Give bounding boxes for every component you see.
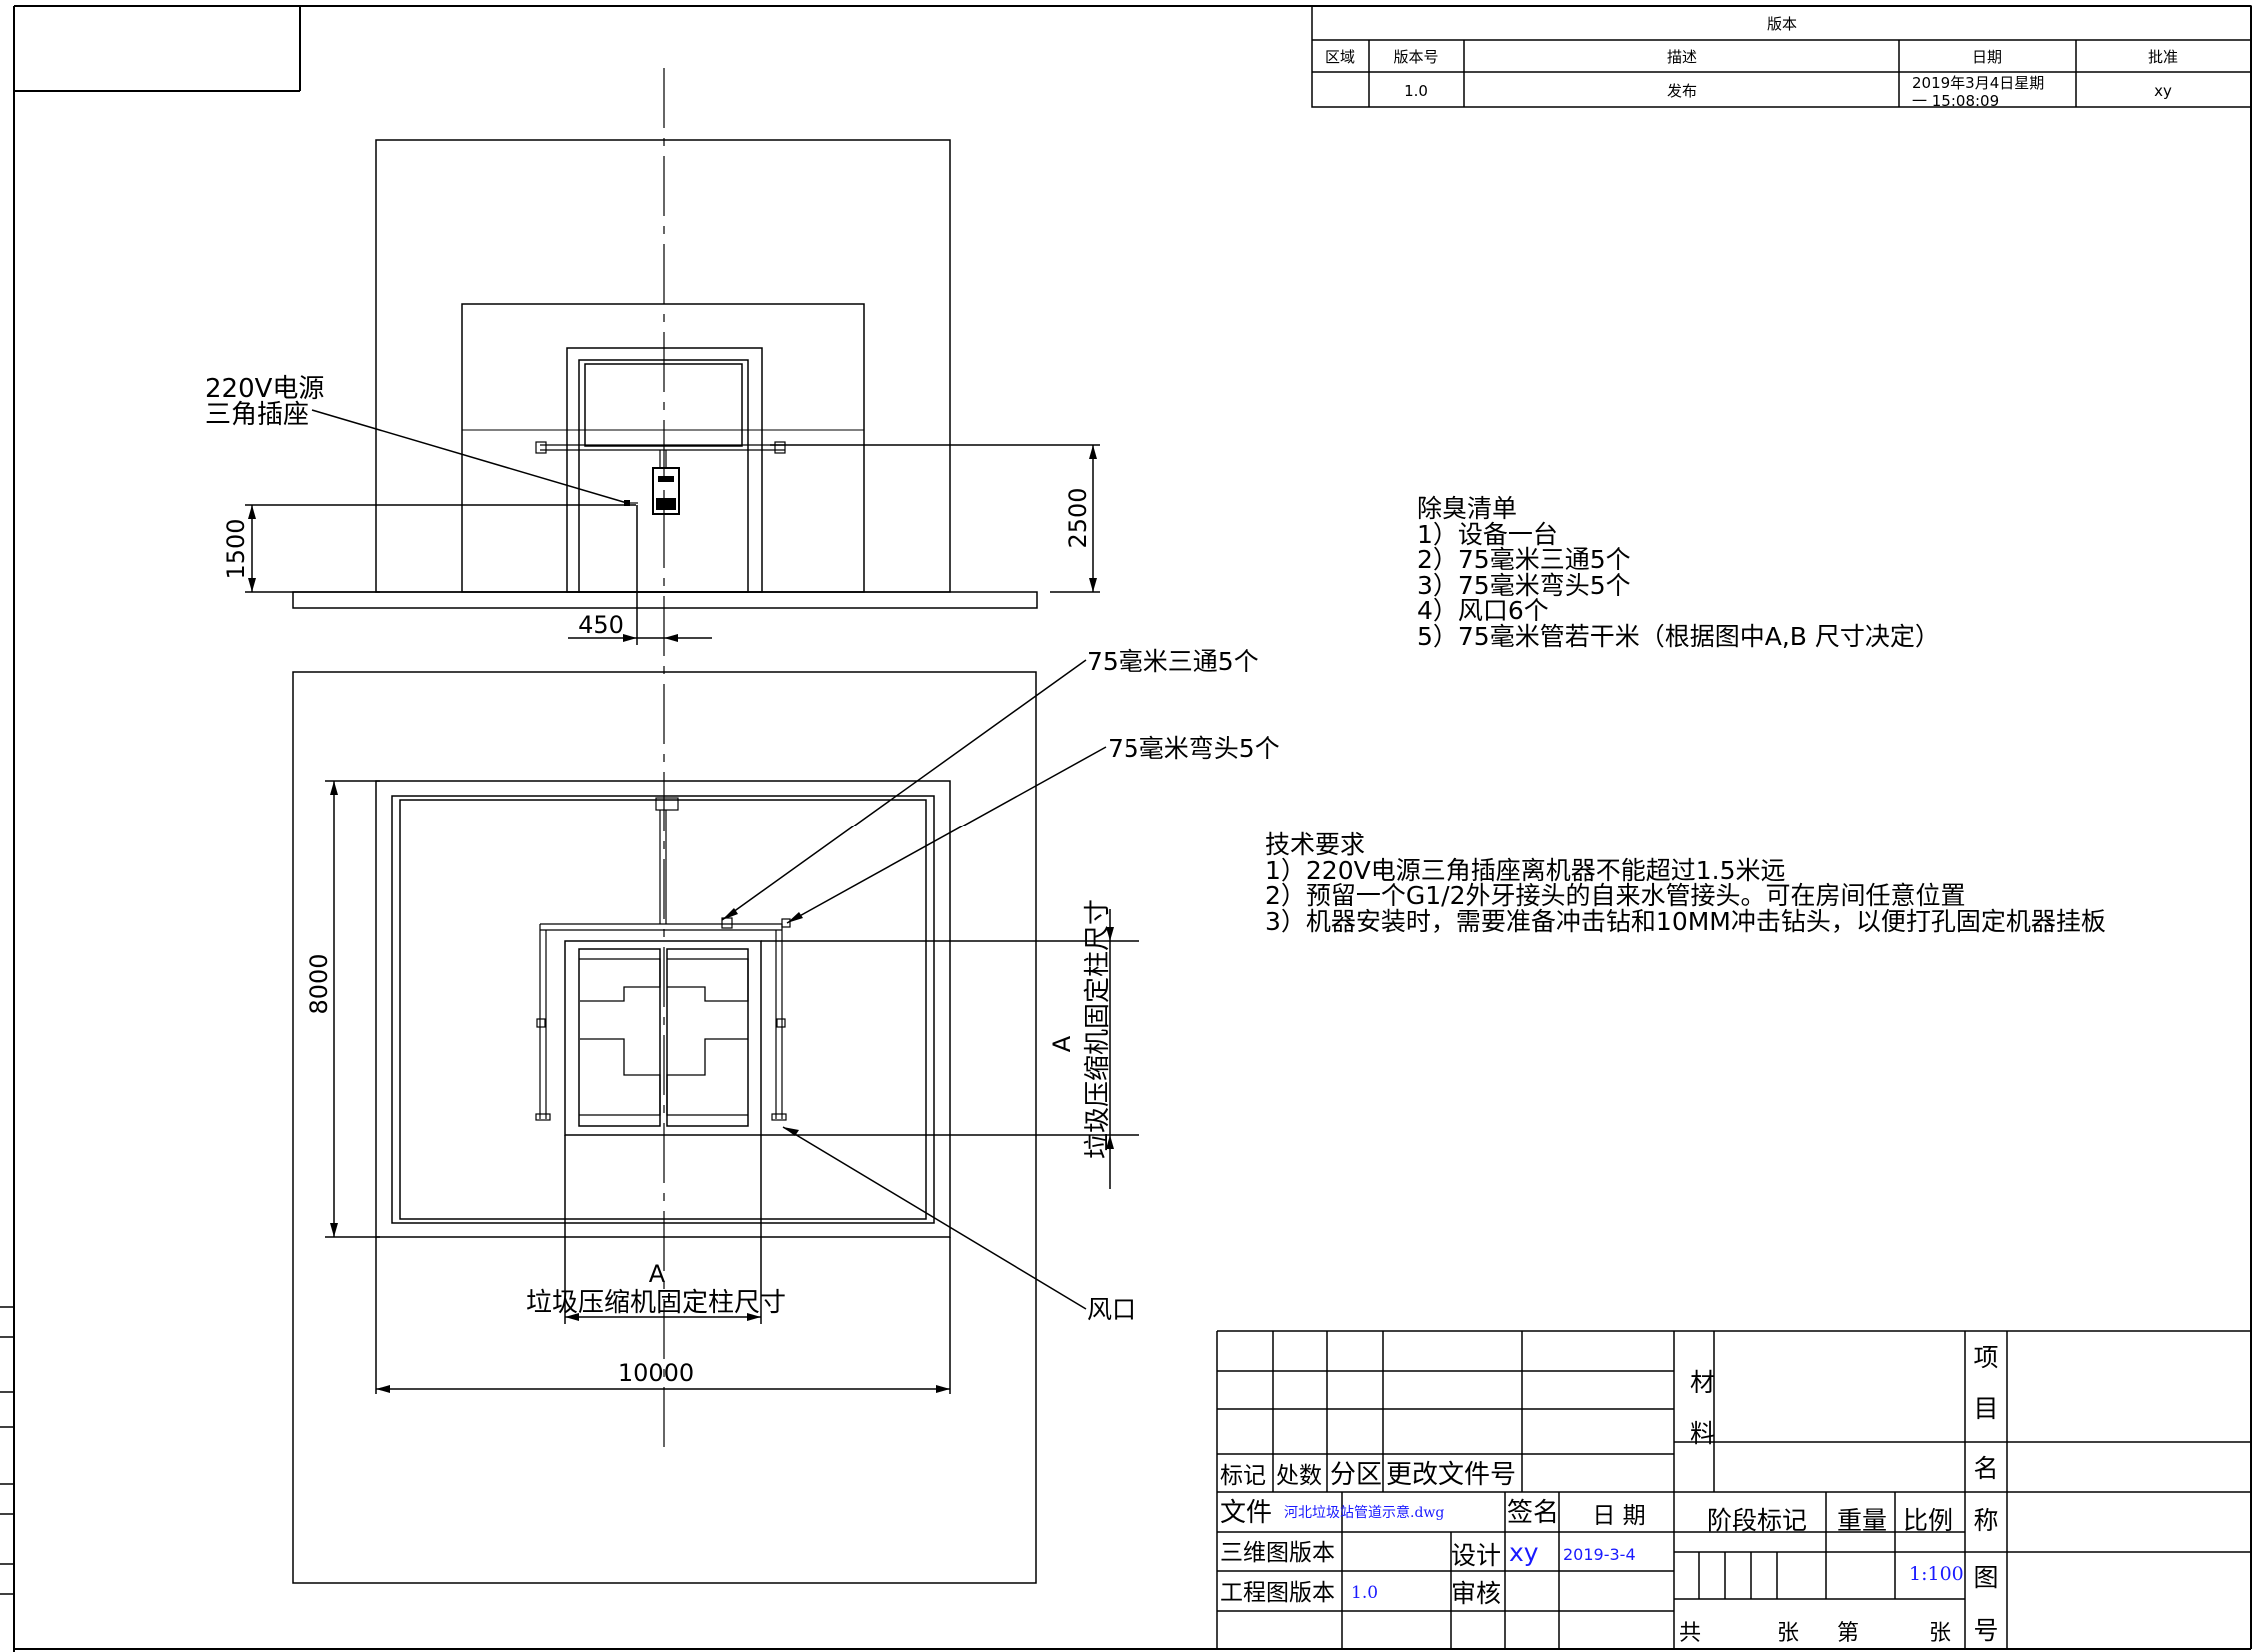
dimension-arrows <box>248 445 1097 642</box>
revision-table-title: 版本 <box>1767 15 1797 33</box>
deodorize-item: 5）75毫米管若干米（根据图中A,B 尺寸决定） <box>1417 622 1940 651</box>
title-block-design-label: 设计 <box>1451 1541 1501 1570</box>
title-block-project-char: 名 <box>1973 1454 1998 1483</box>
pillar-dimension-label: 垃圾压缩机固定柱尺寸 <box>526 1288 786 1318</box>
title-block-mark: 标记 <box>1220 1463 1266 1489</box>
socket-label-line1: 220V电源 <box>205 374 324 404</box>
dimension-10000: 10000 <box>618 1359 694 1387</box>
corner-box <box>14 6 301 92</box>
tech-requirements: 技术要求 1）220V电源三角插座离机器不能超过1.5米远 2）预留一个G1/2… <box>1265 830 2106 936</box>
title-block-stage-mark: 阶段标记 <box>1707 1506 1807 1535</box>
deodorize-item: 1）设备一台 <box>1417 520 1558 549</box>
title-block-drawing-no-char: 号 <box>1973 1616 1998 1645</box>
tech-requirements-title: 技术要求 <box>1265 830 1365 859</box>
deodorize-item: 2）75毫米三通5个 <box>1417 545 1631 574</box>
tee-callout: 75毫米三通5个 <box>1087 647 1259 676</box>
title-block-file-name: 河北垃圾站管道示意.dwg <box>1284 1504 1444 1521</box>
section-a-right: A <box>1048 1035 1076 1052</box>
pillar-dimension-label-vertical: 垃圾压缩机固定柱尺寸 <box>1083 899 1113 1159</box>
duct-route <box>535 797 791 1121</box>
title-block-page-of: 第 <box>1837 1621 1859 1646</box>
revision-header-description: 描述 <box>1667 48 1697 66</box>
title-block-drawing-no-char: 图 <box>1973 1563 1998 1592</box>
title-block-designer: xy <box>1509 1538 1539 1567</box>
title-block-design-date: 2019-3-4 <box>1563 1545 1636 1564</box>
title-block-file-label: 文件 <box>1220 1498 1272 1528</box>
revision-header-version: 版本号 <box>1393 48 1438 66</box>
revision-description-cell: 发布 <box>1667 82 1697 100</box>
revision-header-date: 日期 <box>1972 48 2002 66</box>
title-block-scale: 1:100 <box>1909 1563 1964 1585</box>
deodorize-item: 4）风口6个 <box>1417 596 1549 625</box>
title-block-sign: 签名 <box>1507 1498 1559 1528</box>
title-block-sheet-unit: 张 <box>1777 1621 1799 1646</box>
title-block-drawing-version: 1.0 <box>1351 1583 1378 1603</box>
revision-approver-cell: xy <box>2154 82 2172 100</box>
revision-table: 版本 区域 版本号 描述 日期 批准 1.0 发布 2019年3月4日星期 一 … <box>1311 5 2252 110</box>
revision-header-approver: 批准 <box>2148 48 2178 66</box>
vent-callout: 风口 <box>1087 1295 1136 1324</box>
plan-dimension-arrows <box>330 781 1114 1393</box>
title-block-change-doc: 更改文件号 <box>1386 1460 1516 1490</box>
title-block-zone: 分区 <box>1330 1460 1382 1490</box>
revision-version-cell: 1.0 <box>1404 82 1428 100</box>
title-block-drawing-version-label: 工程图版本 <box>1220 1580 1335 1606</box>
title-block-total: 共 <box>1679 1621 1701 1646</box>
deodorize-item: 3）75毫米弯头5个 <box>1417 571 1631 600</box>
title-block-material-1: 材 <box>1690 1368 1715 1397</box>
dimension-8000: 8000 <box>305 953 333 1014</box>
dimension-2500: 2500 <box>1064 487 1092 548</box>
deodorize-list-title: 除臭清单 <box>1417 494 1517 523</box>
wall-duct <box>535 441 786 470</box>
dimension-450: 450 <box>578 611 624 639</box>
elevation-view: 220V电源 三角插座 1500 2500 450 <box>205 139 1100 645</box>
deodorize-list: 除臭清单 1）设备一台 2）75毫米三通5个 3）75毫米弯头5个 4）风口6个… <box>1417 494 1940 651</box>
deodorizer-unit <box>652 467 680 515</box>
dimension-1500: 1500 <box>222 518 250 579</box>
left-edge-ticks <box>0 1306 14 1595</box>
revision-header-zone: 区域 <box>1325 48 1355 66</box>
title-block-project-char: 称 <box>1973 1506 1998 1535</box>
title-block-project-char: 项 <box>1973 1343 1998 1372</box>
title-block-scale-label: 比例 <box>1903 1506 1953 1535</box>
title-block-sheet-unit: 张 <box>1929 1621 1951 1646</box>
title-block-project-char: 目 <box>1973 1394 1998 1423</box>
revision-date-cell-line1: 2019年3月4日星期 <box>1912 74 2044 92</box>
revision-date-cell-line2: 一 15:08:09 <box>1912 92 1999 110</box>
tech-requirement-item: 1）220V电源三角插座离机器不能超过1.5米远 <box>1265 856 1786 885</box>
tech-requirement-item: 2）预留一个G1/2外牙接头的自来水管接头。可在房间任意位置 <box>1265 881 1966 910</box>
socket-label-line2: 三角插座 <box>205 400 309 430</box>
title-block-model-version: 三维图版本 <box>1220 1540 1335 1566</box>
section-a-bottom: A <box>649 1260 666 1288</box>
title-block: 标记 处数 分区 更改文件号 文件 河北垃圾站管道示意.dwg 签名 日 期 三… <box>1216 1330 2251 1649</box>
tech-requirement-item: 3）机器安装时，需要准备冲击钻和10MM冲击钻头，以便打孔固定机器挂板 <box>1265 907 2106 936</box>
machine-footprint <box>579 958 749 1116</box>
title-block-material-2: 料 <box>1690 1419 1715 1448</box>
plan-view: 8000 10000 A 垃圾压缩机固定柱尺寸 A 垃圾压缩机固定柱尺寸 75毫… <box>292 68 1280 1584</box>
title-block-review-label: 审核 <box>1451 1579 1501 1608</box>
title-block-date-label: 日 期 <box>1592 1503 1645 1529</box>
elbow-callout: 75毫米弯头5个 <box>1108 734 1280 763</box>
title-block-count: 处数 <box>1276 1463 1322 1489</box>
title-block-weight: 重量 <box>1837 1506 1887 1535</box>
